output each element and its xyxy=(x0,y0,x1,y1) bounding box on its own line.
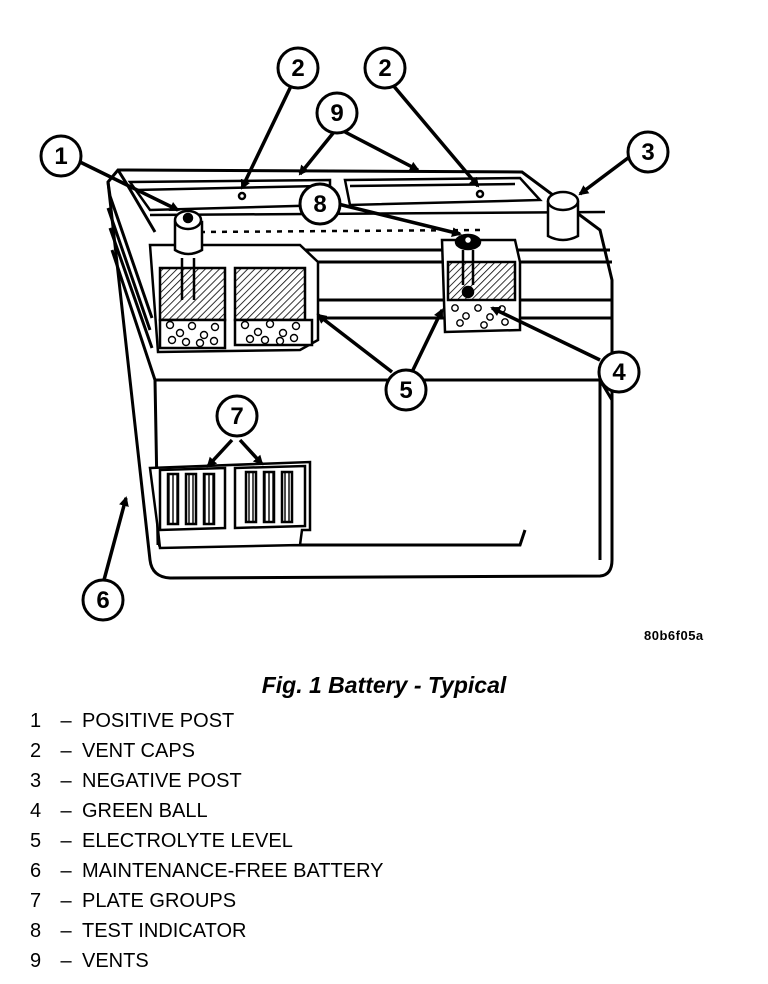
legend-item: 7–PLATE GROUPS xyxy=(30,886,384,916)
leader-8 xyxy=(337,202,462,237)
test-indicator xyxy=(454,233,482,299)
legend-item: 6–MAINTENANCE-FREE BATTERY xyxy=(30,856,384,886)
legend-text: TEST INDICATOR xyxy=(82,920,247,942)
leader-1 xyxy=(79,160,180,212)
leader-5a xyxy=(316,313,394,374)
legend-number: 6 xyxy=(30,860,42,882)
leader-7b xyxy=(238,438,264,466)
legend-number: 5 xyxy=(30,830,42,852)
legend-dash: – xyxy=(60,890,72,912)
callout-7: 7 xyxy=(215,394,259,438)
legend-item: 5–ELECTROLYTE LEVEL xyxy=(30,826,384,856)
svg-text:3: 3 xyxy=(641,139,654,166)
svg-text:1: 1 xyxy=(54,143,67,170)
leader-7a xyxy=(206,438,234,468)
legend-item: 9–VENTS xyxy=(30,946,384,976)
callout-8: 8 xyxy=(298,182,342,226)
figure-caption: Fig. 1 Battery - Typical xyxy=(261,672,507,698)
leader-lines xyxy=(79,82,630,581)
callout-6: 6 xyxy=(81,578,125,622)
legend-number: 2 xyxy=(30,740,42,762)
svg-text:8: 8 xyxy=(313,191,326,218)
electrolyte-bubbles xyxy=(165,304,509,348)
callouts: 1 2 2 3 4 5 6 7 8 9 xyxy=(39,46,670,622)
legend-text: POSITIVE POST xyxy=(82,710,235,732)
legend-number: 4 xyxy=(30,800,42,822)
battery-diagram: 1 2 2 3 4 5 6 7 8 9 xyxy=(39,46,670,622)
legend-item: 2–VENT CAPS xyxy=(30,736,384,766)
legend-text: VENT CAPS xyxy=(82,740,195,762)
callout-5: 5 xyxy=(384,368,428,412)
legend-dash: – xyxy=(60,920,72,942)
callout-9: 9 xyxy=(315,91,359,135)
leader-3 xyxy=(578,156,630,196)
legend-number: 8 xyxy=(30,920,42,942)
legend-text: ELECTROLYTE LEVEL xyxy=(82,830,293,852)
svg-text:7: 7 xyxy=(230,403,243,430)
callout-1: 1 xyxy=(39,134,83,178)
legend-text: GREEN BALL xyxy=(82,800,208,822)
negative-post xyxy=(546,190,580,242)
plate-groups xyxy=(148,460,312,550)
legend-number: 9 xyxy=(30,950,42,972)
legend-dash: – xyxy=(60,800,72,822)
legend: 1–POSITIVE POST 2–VENT CAPS 3–NEGATIVE P… xyxy=(30,706,384,976)
leader-9a xyxy=(298,130,336,176)
legend-text: VENTS xyxy=(82,950,149,972)
svg-text:2: 2 xyxy=(291,55,304,82)
legend-dash: – xyxy=(60,950,72,972)
callout-3: 3 xyxy=(626,130,670,174)
svg-text:4: 4 xyxy=(612,359,626,386)
callout-2b: 2 xyxy=(363,46,407,90)
leader-4 xyxy=(490,306,601,362)
leader-2b xyxy=(390,82,480,188)
callout-4: 4 xyxy=(597,350,641,394)
legend-item: 1–POSITIVE POST xyxy=(30,706,384,736)
positive-post xyxy=(173,209,204,300)
legend-number: 7 xyxy=(30,890,42,912)
legend-text: MAINTENANCE-FREE BATTERY xyxy=(82,860,384,882)
legend-item: 3–NEGATIVE POST xyxy=(30,766,384,796)
image-code: 80b6f05a xyxy=(644,628,704,643)
legend-number: 3 xyxy=(30,770,42,792)
legend-dash: – xyxy=(60,770,72,792)
legend-number: 1 xyxy=(30,710,42,732)
svg-text:9: 9 xyxy=(330,100,343,127)
legend-dash: – xyxy=(60,710,72,732)
leader-9b xyxy=(344,130,420,172)
legend-dash: – xyxy=(60,740,72,762)
legend-item: 4–GREEN BALL xyxy=(30,796,384,826)
svg-text:2: 2 xyxy=(378,55,391,82)
svg-text:6: 6 xyxy=(96,587,109,614)
legend-text: NEGATIVE POST xyxy=(82,770,242,792)
svg-text:5: 5 xyxy=(399,377,412,404)
leader-6 xyxy=(102,496,129,581)
callout-2a: 2 xyxy=(276,46,320,90)
leader-2a xyxy=(240,83,294,190)
legend-text: PLATE GROUPS xyxy=(82,890,237,912)
leader-5b xyxy=(410,308,444,373)
legend-item: 8–TEST INDICATOR xyxy=(30,916,384,946)
legend-dash: – xyxy=(60,860,72,882)
legend-dash: – xyxy=(60,830,72,852)
